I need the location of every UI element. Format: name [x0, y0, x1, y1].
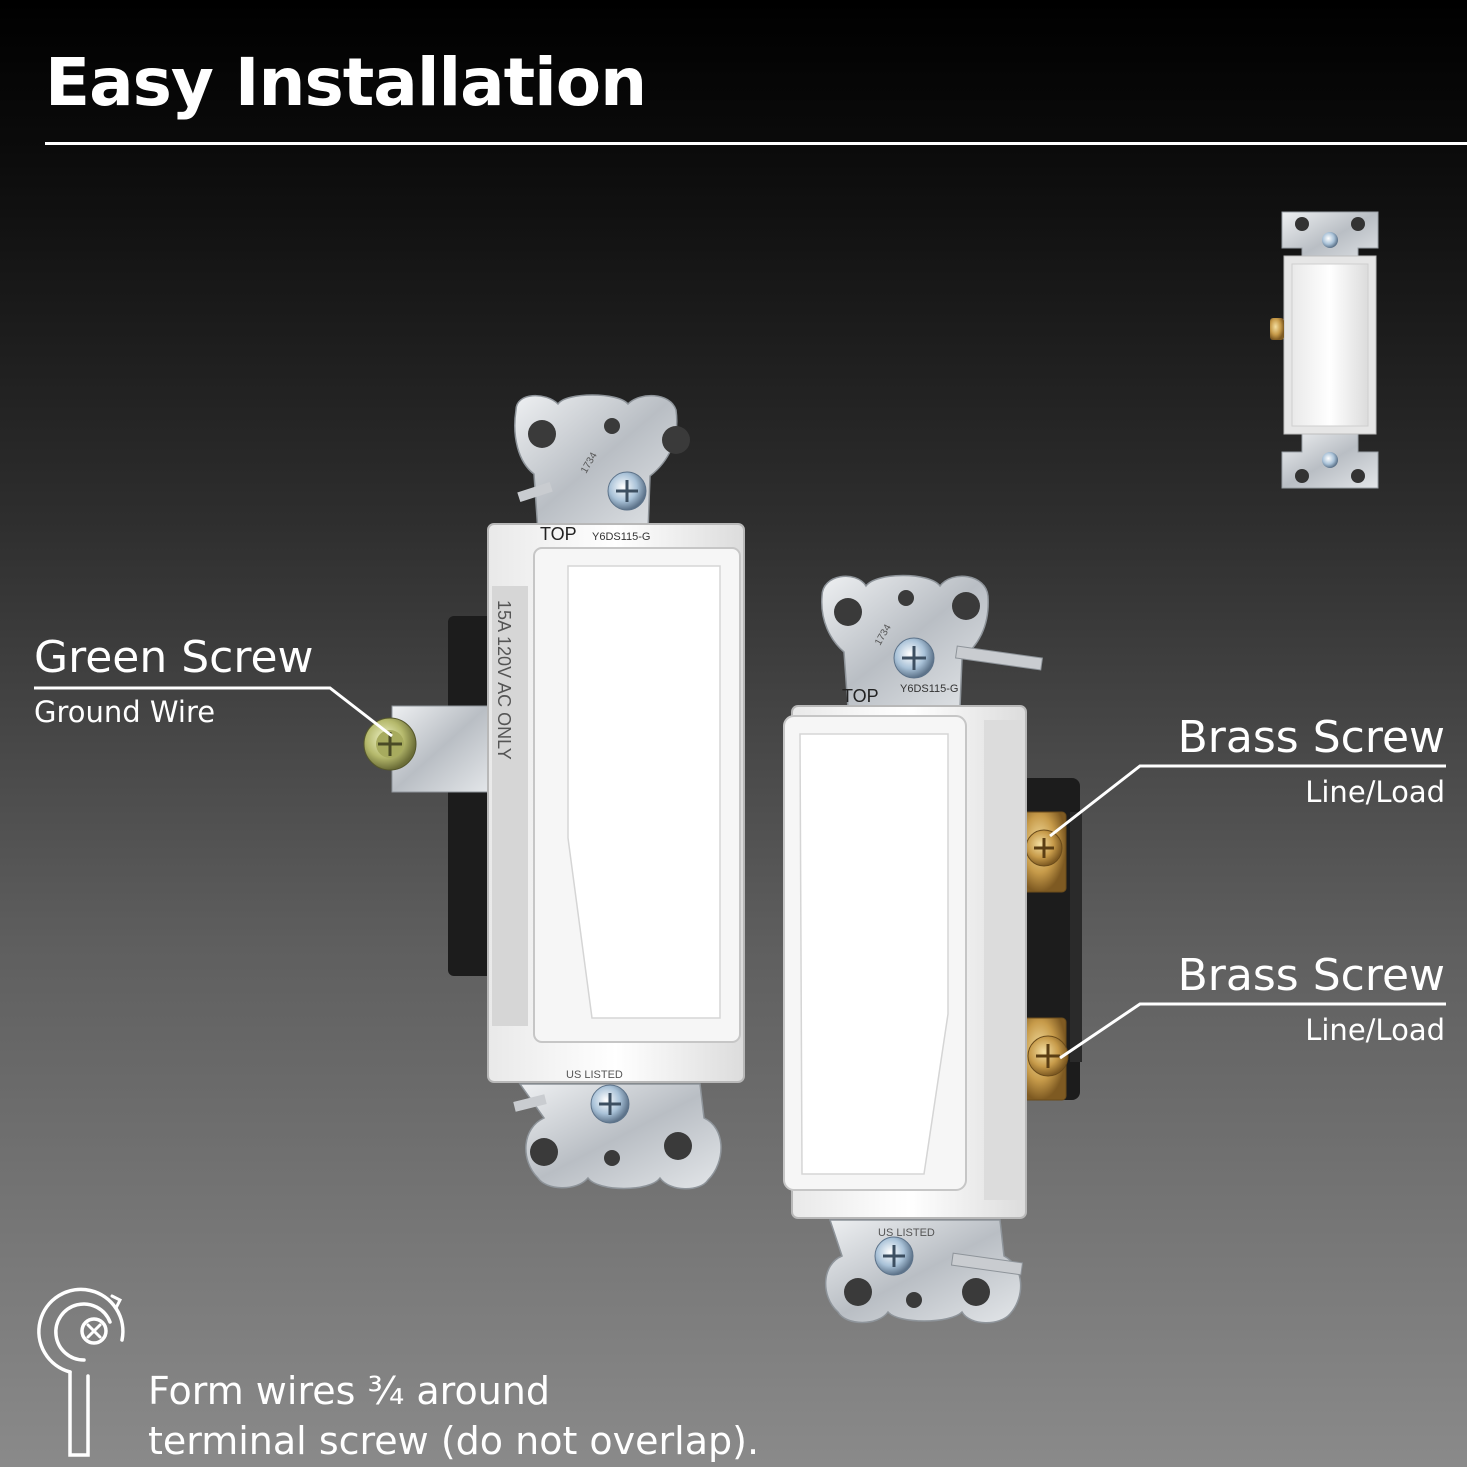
- brass-screw-top-callout: Brass Screw Line/Load: [1178, 712, 1445, 809]
- left-switch: [363, 394, 745, 1190]
- green-screw-callout: Green Screw Ground Wire: [34, 632, 314, 729]
- right-switch-model-mark: Y6DS115-G: [900, 683, 959, 695]
- green-screw-label: Green Screw: [34, 632, 314, 683]
- brass-screw-top-label: Brass Screw: [1177, 712, 1445, 763]
- brass-screw-top-leader: [1049, 764, 1446, 838]
- wiring-instruction: Form wires ¾ around terminal screw (do n…: [148, 1366, 759, 1466]
- wiring-instruction-line-2: terminal screw (do not overlap).: [148, 1419, 760, 1463]
- brass-screw-bottom-leader: [1059, 1002, 1446, 1060]
- leader-lines: [34, 686, 1446, 1060]
- green-screw-leader: [34, 686, 393, 738]
- wiring-instruction-line-1: Form wires ¾ around: [148, 1369, 551, 1413]
- right-switch-top-mark: TOP: [842, 686, 879, 706]
- brass-screw-bottom-label: Brass Screw: [1177, 950, 1445, 1001]
- left-switch-rating-mark: 15A 120V AC ONLY: [494, 600, 514, 760]
- page-title: Easy Installation: [45, 44, 647, 121]
- wire-wrap-icon: [37, 1287, 125, 1457]
- left-switch-model-mark: Y6DS115-G: [592, 531, 651, 543]
- brass-screw-bottom-callout: Brass Screw Line/Load: [1178, 950, 1445, 1047]
- line-load-top-label: Line/Load: [1305, 775, 1445, 809]
- right-switch: [783, 574, 1082, 1324]
- left-switch-top-mark: TOP: [540, 524, 577, 544]
- line-load-bottom-label: Line/Load: [1305, 1013, 1445, 1047]
- title-divider: [45, 142, 1467, 145]
- right-switch-listing-mark: US LISTED: [878, 1227, 935, 1239]
- ground-wire-label: Ground Wire: [34, 695, 216, 729]
- inset-switch: [1270, 211, 1379, 489]
- left-switch-listing-mark: US LISTED: [566, 1069, 623, 1081]
